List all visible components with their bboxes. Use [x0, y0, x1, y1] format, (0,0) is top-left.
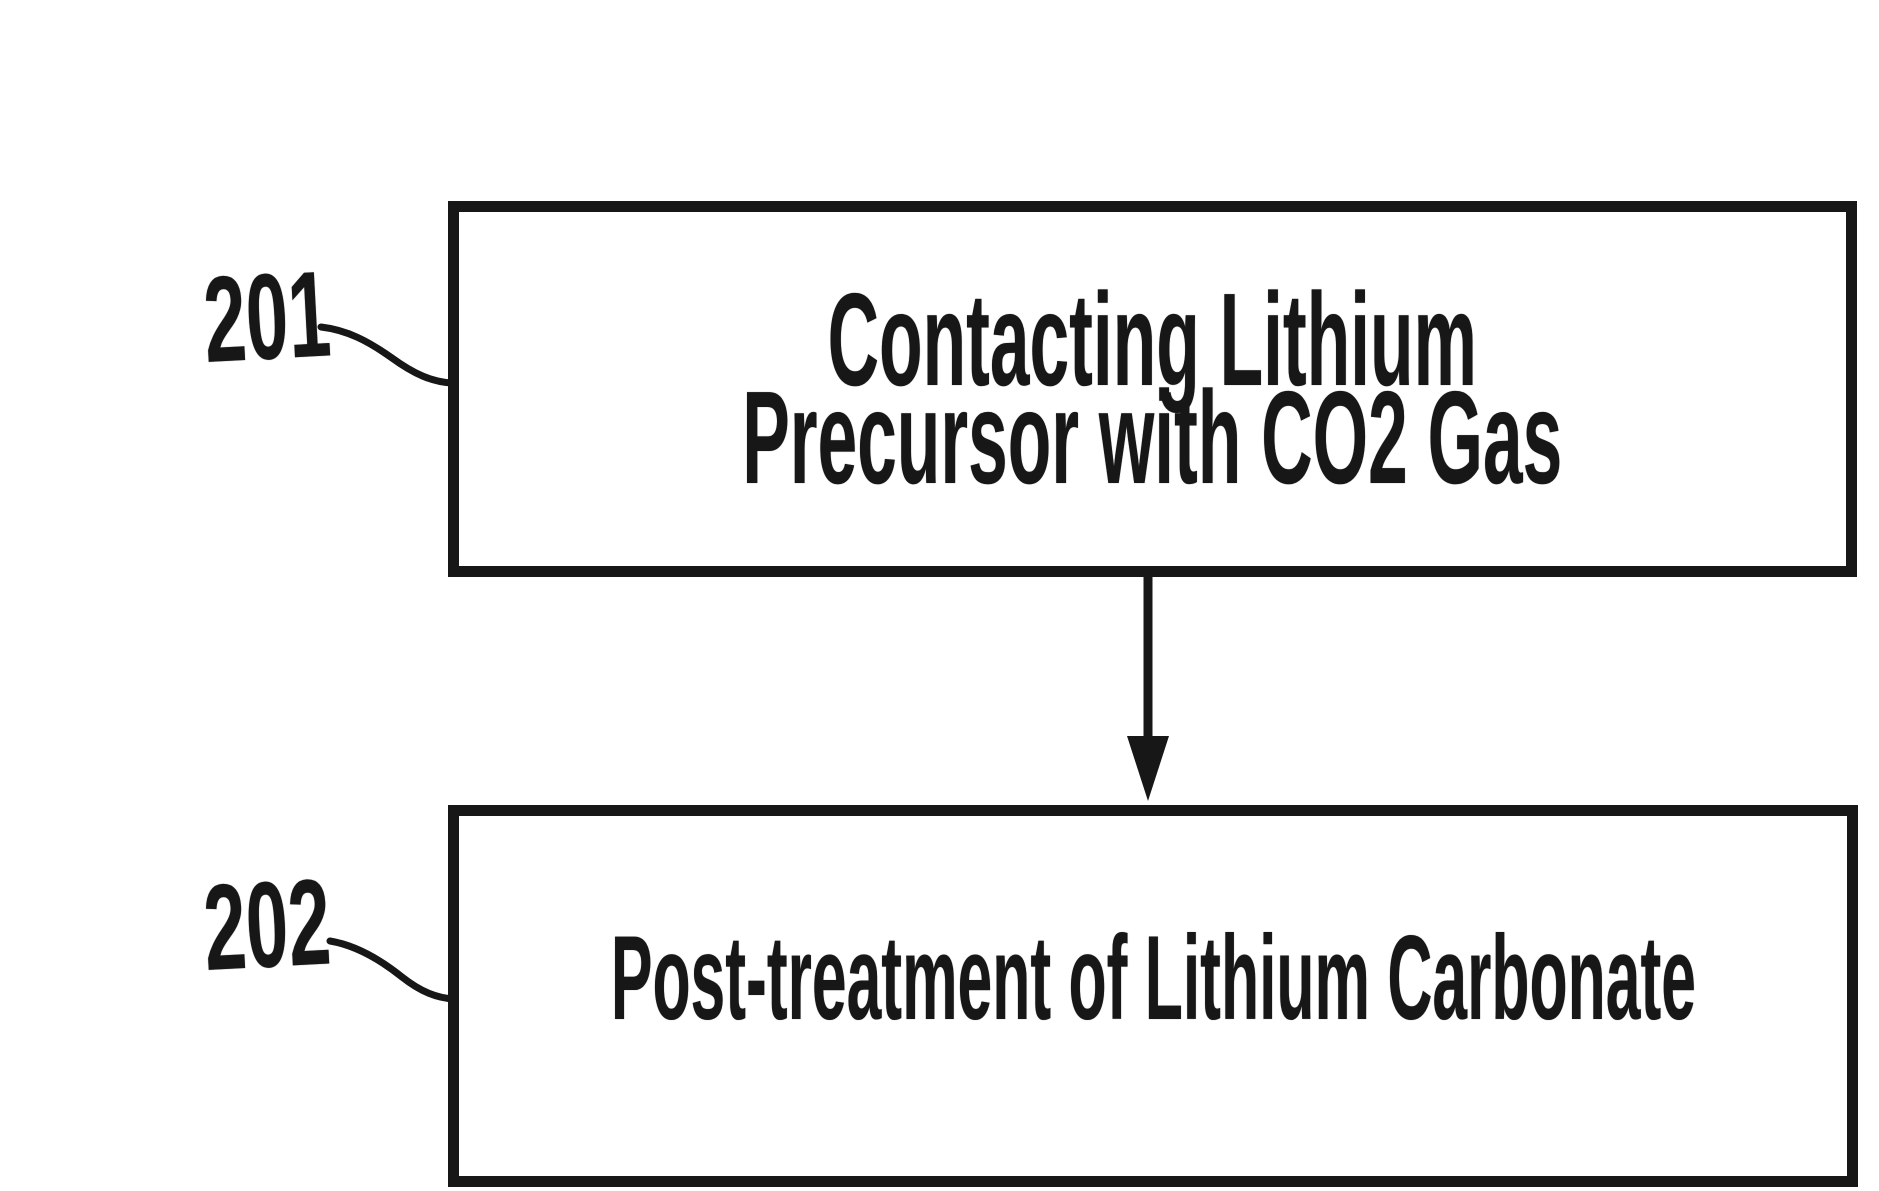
flow-arrow-head [1127, 736, 1169, 801]
down-arrow-icon [1127, 565, 1169, 801]
process-box-202: Post-treatment of Lithium Carbonate [448, 805, 1858, 1187]
ref-label-201: 201 [200, 245, 334, 388]
text-line: Contacting Lithium [827, 266, 1478, 413]
ref-label-202: 202 [200, 853, 334, 996]
process-box-201: Contacting Lithium Precursor with CO2 Ga… [448, 201, 1857, 577]
text-line: Precursor with CO2 Gas [742, 364, 1563, 511]
ref-leader-line-201 [317, 323, 456, 387]
process-box-202-text: Post-treatment of Lithium Carbonate [610, 911, 1696, 1045]
text-line: Post-treatment of Lithium Carbonate [610, 911, 1696, 1045]
ref-leader-line-202 [326, 937, 458, 1003]
process-box-201-text: Contacting Lithium Precursor with CO2 Ga… [742, 266, 1563, 511]
